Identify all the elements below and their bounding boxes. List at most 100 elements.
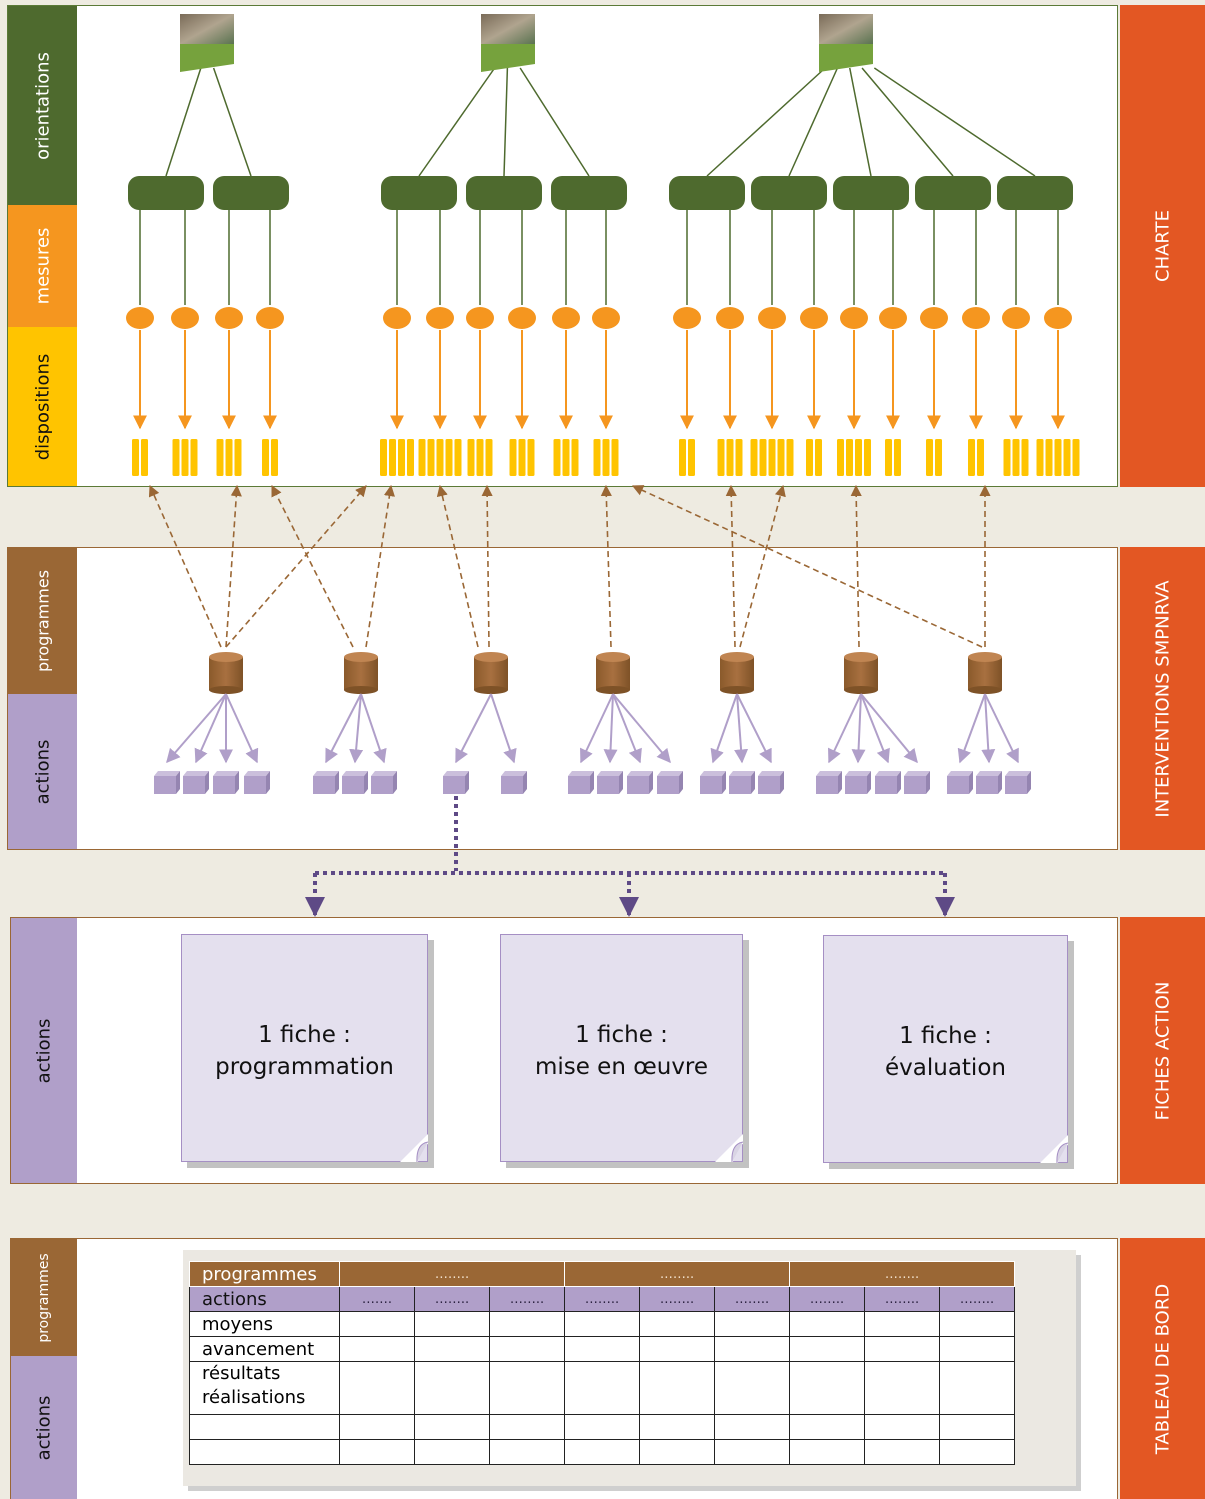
cylinder-top xyxy=(474,652,508,662)
cube-front xyxy=(700,776,722,794)
disposition-bar xyxy=(1063,439,1071,476)
cube-top xyxy=(875,771,901,776)
action-cell: …….. xyxy=(489,1286,565,1312)
disposition-group xyxy=(380,439,414,476)
table-cell xyxy=(714,1439,790,1465)
programme-disposition-link xyxy=(725,484,737,648)
disposition-group xyxy=(262,439,278,476)
cube-side xyxy=(266,771,270,794)
disposition-group xyxy=(968,439,984,476)
cube-top xyxy=(657,771,683,776)
disposition-bar xyxy=(926,439,933,476)
disposition-bar xyxy=(476,439,484,476)
action-cube xyxy=(568,771,594,794)
disposition-bar xyxy=(1003,439,1011,476)
band-dispositions: dispositions xyxy=(8,327,77,486)
table-cell xyxy=(414,1414,490,1440)
mesure-dot xyxy=(1044,307,1072,329)
fiche-card-programmation: 1 fiche : programmation xyxy=(181,934,428,1162)
cube-top xyxy=(597,771,623,776)
cylinder-top xyxy=(596,652,630,662)
action-cell: …….. xyxy=(639,1286,715,1312)
disposition-bar xyxy=(262,439,269,476)
cylinder-body xyxy=(344,657,378,690)
cube-top xyxy=(947,771,973,776)
disposition-bar xyxy=(679,439,686,476)
table-cell xyxy=(489,1336,565,1362)
table-cell xyxy=(789,1414,865,1440)
disposition-bar xyxy=(436,439,444,476)
disposition-bar xyxy=(894,439,901,476)
band-fiches-actions-label: actions xyxy=(33,1018,55,1083)
table-cell xyxy=(489,1361,565,1415)
cube-side xyxy=(780,771,784,794)
action-cube xyxy=(947,771,973,794)
disposition-bar xyxy=(1021,439,1029,476)
disposition-bar xyxy=(1072,439,1080,476)
cube-front xyxy=(244,776,266,794)
disposition-bar xyxy=(190,439,198,476)
band-fiches-actions: actions xyxy=(11,918,77,1183)
cube-front xyxy=(1005,776,1027,794)
mesure-node xyxy=(466,176,542,210)
side-tableau-label: TABLEAU DE BORD xyxy=(1152,1283,1173,1454)
band-actions: actions xyxy=(8,694,77,849)
programme-action-arrow xyxy=(612,693,671,764)
cube-side xyxy=(926,771,930,794)
programme-action-arrow xyxy=(860,693,890,764)
table-cell xyxy=(339,1414,415,1440)
action-cube xyxy=(976,771,1002,794)
mesure-node xyxy=(833,176,909,210)
action-cube xyxy=(904,771,930,794)
disposition-bar xyxy=(518,439,526,476)
disposition-bar xyxy=(418,439,426,476)
action-cube xyxy=(657,771,683,794)
table-cell xyxy=(639,1311,715,1337)
programme-disposition-link xyxy=(739,484,786,648)
mesure-node xyxy=(751,176,827,210)
cube-front xyxy=(657,776,679,794)
mesure-dot xyxy=(840,307,868,329)
programme-disposition-link xyxy=(225,485,367,648)
programme-disposition-link xyxy=(148,484,222,648)
orientation-node xyxy=(819,14,873,72)
disposition-bar xyxy=(1054,439,1062,476)
disposition-bar xyxy=(141,439,148,476)
mesure-node xyxy=(381,176,457,210)
cube-top xyxy=(627,771,653,776)
disposition-bar xyxy=(172,439,180,476)
cube-side xyxy=(523,771,527,794)
disposition-group xyxy=(837,439,871,476)
table-cell xyxy=(564,1414,640,1440)
table-cell xyxy=(714,1311,790,1337)
disposition-bar xyxy=(562,439,570,476)
orientation-link xyxy=(503,67,509,177)
disposition-group xyxy=(509,439,535,476)
cube-top xyxy=(976,771,1002,776)
cube-front xyxy=(816,776,838,794)
action-cube xyxy=(816,771,842,794)
cube-top xyxy=(1005,771,1031,776)
action-cube xyxy=(758,771,784,794)
cube-front xyxy=(501,776,523,794)
table-cell xyxy=(339,1361,415,1415)
page-fold-icon xyxy=(715,1134,743,1162)
table-cell xyxy=(939,1336,1015,1362)
action-cube xyxy=(183,771,209,794)
cube-front xyxy=(904,776,926,794)
table-cell xyxy=(939,1414,1015,1440)
cube-side xyxy=(364,771,368,794)
table-cell xyxy=(189,1439,340,1465)
programme-action-arrow xyxy=(612,693,642,764)
row-label: programmes xyxy=(189,1261,340,1287)
orientation-link xyxy=(706,67,826,177)
cube-side xyxy=(722,771,726,794)
programme-action-arrow xyxy=(957,693,986,764)
mesure-dot xyxy=(126,307,154,329)
programme-action-arrow xyxy=(710,693,738,764)
disposition-group xyxy=(1003,439,1029,476)
cylinder-top xyxy=(844,652,878,662)
cube-front xyxy=(183,776,205,794)
action-cube xyxy=(597,771,623,794)
orientation-link xyxy=(861,67,954,177)
